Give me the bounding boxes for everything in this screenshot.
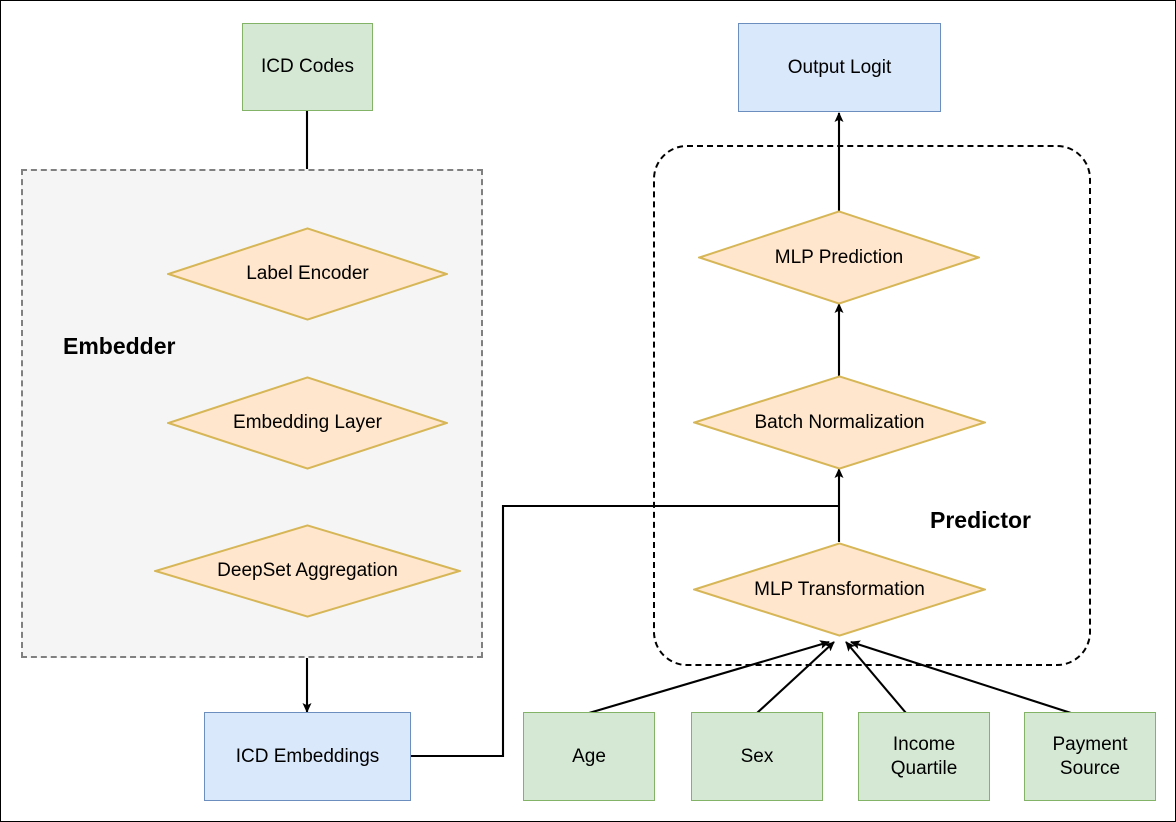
group-label-predictor: Predictor: [930, 507, 1031, 533]
group-label-embedder: Embedder: [63, 333, 176, 359]
node-payment-source-line1: Payment: [1052, 734, 1128, 756]
node-deepset-aggregation[interactable]: DeepSet Aggregation: [154, 524, 461, 618]
node-mlp-transformation[interactable]: MLP Transformation: [693, 542, 986, 637]
diamond-shape: [167, 376, 448, 470]
node-batch-normalization-label: Batch Normalization: [754, 411, 925, 433]
node-icd-embeddings[interactable]: ICD Embeddings: [204, 712, 411, 801]
node-payment-source[interactable]: Payment Source: [1024, 712, 1156, 801]
node-mlp-prediction[interactable]: MLP Prediction: [698, 210, 980, 305]
diamond-shape: [154, 524, 461, 618]
node-income-quartile-line1: Income: [892, 734, 956, 756]
node-mlp-transformation-label: MLP Transformation: [754, 578, 925, 600]
node-embedding-layer[interactable]: Embedding Layer: [167, 376, 448, 470]
node-embedding-layer-label: Embedding Layer: [233, 412, 382, 433]
diamond-shape: [167, 227, 448, 321]
node-output-logit[interactable]: Output Logit: [738, 23, 941, 112]
node-label-encoder[interactable]: Label Encoder: [167, 227, 448, 321]
node-label-encoder-label: Label Encoder: [246, 263, 369, 284]
node-income-quartile-line2: Quartile: [890, 757, 958, 779]
node-mlp-prediction-label: MLP Prediction: [774, 246, 904, 268]
node-deepset-aggregation-label: DeepSet Aggregation: [217, 560, 398, 581]
node-batch-normalization[interactable]: Batch Normalization: [693, 375, 986, 470]
node-payment-source-line2: Source: [1059, 757, 1121, 779]
node-income-quartile[interactable]: Income Quartile: [858, 712, 990, 801]
node-icd-codes[interactable]: ICD Codes: [242, 23, 373, 111]
node-sex[interactable]: Sex: [691, 712, 823, 801]
node-age[interactable]: Age: [523, 712, 655, 801]
